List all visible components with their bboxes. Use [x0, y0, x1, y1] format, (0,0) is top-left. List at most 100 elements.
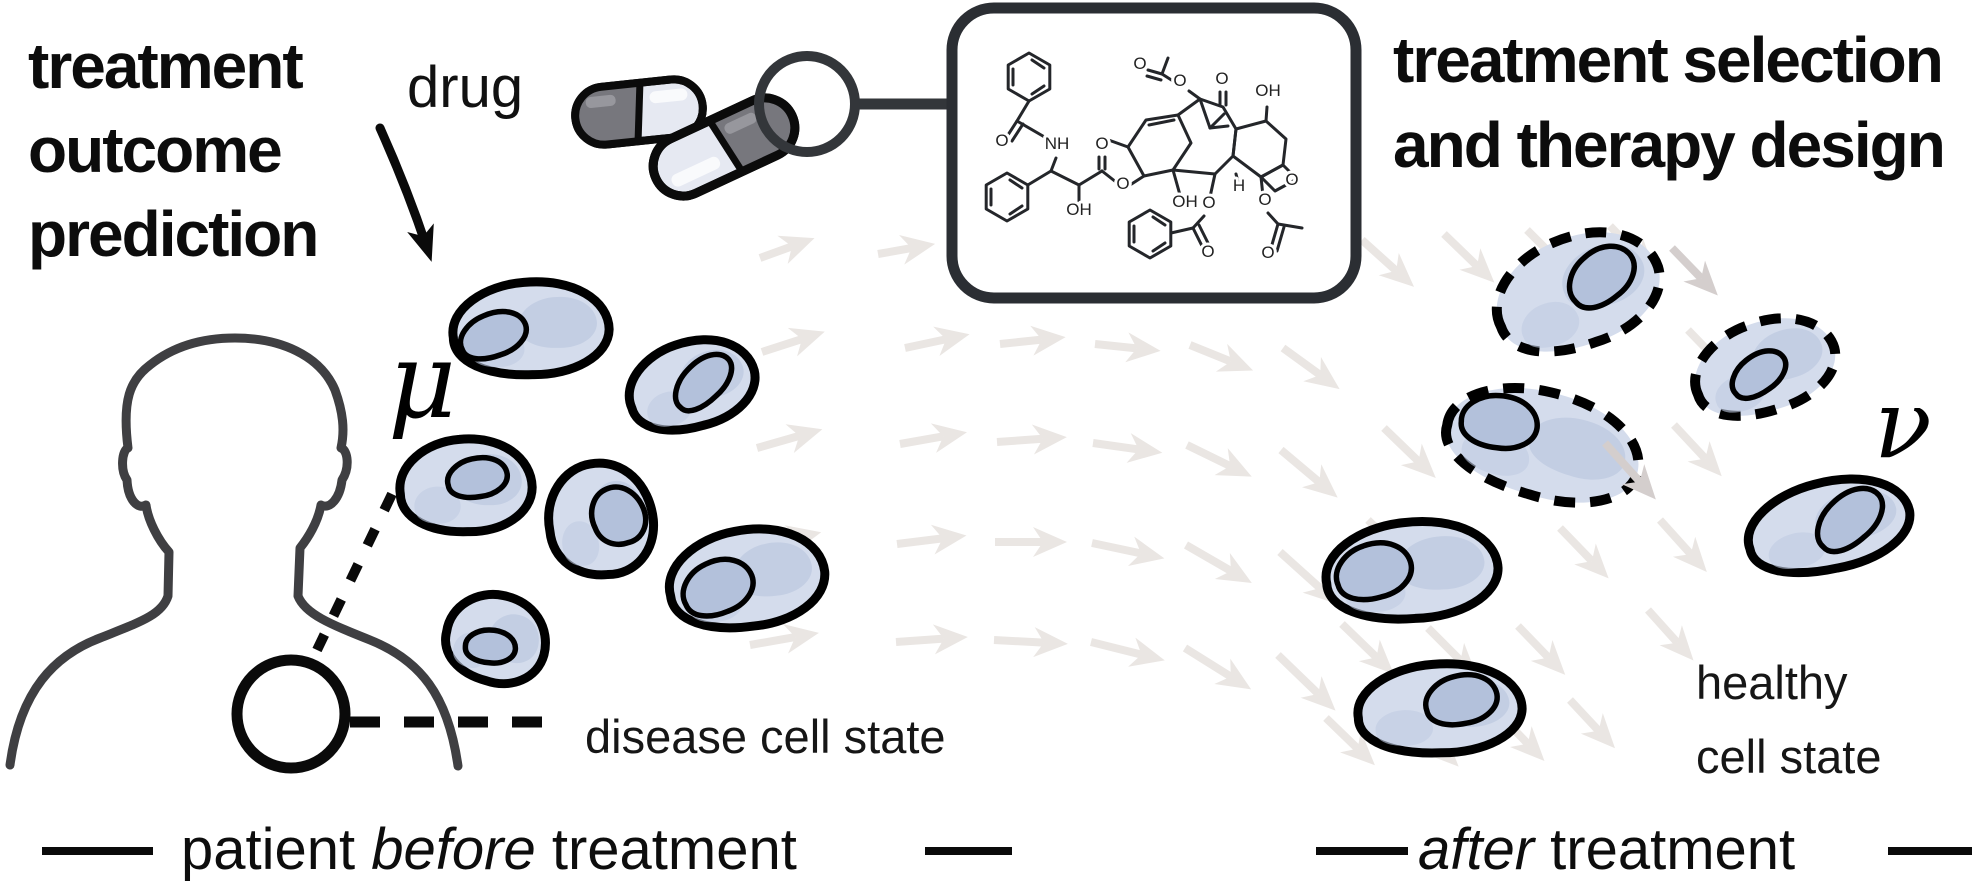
cell	[1353, 659, 1527, 758]
flow-arrow-icon	[995, 527, 1067, 557]
flow-arrow-icon	[1339, 621, 1394, 675]
flow-arrow-icon	[896, 524, 967, 555]
flow-arrow-icon	[877, 235, 936, 265]
flow-arrow-icon	[1515, 623, 1566, 675]
atom-label: O	[1116, 174, 1129, 193]
flow-arrow-icon	[996, 424, 1067, 455]
cell-nucleus	[444, 454, 510, 501]
atom-label: O	[1215, 69, 1228, 88]
nu-symbol: ν	[1874, 370, 1932, 480]
atom-label: O	[1202, 193, 1215, 212]
flow-arrow-icon	[993, 627, 1068, 658]
atom-label: H	[1233, 176, 1245, 195]
flow-arrow-icon	[1657, 517, 1707, 573]
after-treatment-caption: after treatment	[1418, 817, 1795, 882]
atom-label: O	[1258, 190, 1271, 209]
cell	[395, 434, 537, 537]
flow-arrow-icon	[1602, 440, 1656, 500]
heading-right-line2: and therapy design	[1393, 109, 1944, 181]
cell	[624, 335, 760, 435]
flow-arrow-icon	[1275, 652, 1336, 711]
flow-arrow-icon	[1441, 231, 1495, 283]
cell	[441, 589, 550, 689]
pill-capsule-1	[571, 75, 707, 149]
cell-nucleus	[1814, 485, 1886, 555]
disease-cell-state-label: disease cell state	[585, 710, 946, 763]
flow-arrow-icon	[1188, 341, 1254, 372]
atom-label: OH	[1172, 192, 1198, 211]
cell-shading	[1521, 301, 1580, 348]
flow-arrow-icon	[1381, 425, 1436, 479]
atom-label: O	[1261, 243, 1274, 262]
atom-label: NH	[1045, 134, 1070, 153]
mu-symbol: μ	[388, 320, 456, 442]
flow-arrow-icon	[1671, 422, 1722, 477]
flow-arrow-icon	[999, 325, 1066, 356]
flow-arrow-icon	[1185, 441, 1252, 477]
biopsy-dashed-line-diagonal	[312, 491, 397, 653]
atom-label: OH	[1066, 200, 1092, 219]
cell-nucleus	[1333, 540, 1415, 603]
heading-left-line1: treatment	[28, 30, 303, 102]
flow-arrow-overlay	[1602, 245, 1718, 500]
after-caption-italic: after	[1418, 817, 1537, 882]
patient-silhouette-icon	[5, 333, 463, 771]
flow-arrow-icon	[1323, 715, 1375, 766]
flow-arrow-icon	[1092, 433, 1163, 463]
cell	[448, 277, 614, 380]
cells-layer	[395, 227, 1915, 758]
before-caption-prefix: patient	[181, 817, 371, 882]
before-treatment-caption: patient before treatment	[181, 817, 797, 882]
cell-nucleus	[1729, 348, 1789, 402]
before-caption-suffix: treatment	[536, 817, 797, 882]
atom-label: OH	[1255, 81, 1281, 100]
flow-arrow-icon	[749, 623, 819, 654]
cell-shading	[1528, 417, 1626, 480]
after-caption-suffix: treatment	[1534, 817, 1795, 882]
cell-shading	[414, 486, 461, 524]
cell-nucleus	[462, 627, 519, 666]
drug-label: drug	[407, 55, 523, 120]
cell-shading	[519, 296, 597, 348]
atom-label: O	[1133, 54, 1146, 73]
cell	[544, 458, 658, 580]
flow-arrow-icon	[1359, 237, 1415, 287]
healthy-cell-state-label-line1: healthy	[1696, 656, 1848, 709]
flow-arrow-icon	[1278, 446, 1338, 498]
atom-label: O	[1095, 134, 1108, 153]
atom-label: O	[1201, 242, 1214, 261]
flow-arrow-icon	[904, 326, 970, 357]
cell-shading	[1375, 710, 1434, 746]
cell	[1743, 474, 1915, 578]
flow-arrow-icon	[1182, 644, 1252, 690]
cell-nucleus	[589, 484, 649, 548]
cell-nucleus	[457, 308, 530, 362]
cell-nucleus	[1566, 243, 1637, 311]
heading-right-line1: treatment selection	[1393, 24, 1942, 96]
heading-left-line2: outcome	[28, 114, 281, 186]
cell	[664, 524, 830, 633]
flow-arrow-icon	[1557, 525, 1609, 579]
heading-left-line3: prediction	[28, 198, 317, 270]
biopsy-circle-icon	[231, 654, 351, 774]
magnifier-circle-icon	[754, 51, 860, 157]
flow-arrow-icon	[1090, 637, 1165, 667]
flow-arrow-icon	[1567, 697, 1616, 749]
cell-nucleus	[680, 556, 756, 619]
flow-arrow-icon	[760, 327, 825, 357]
atom-label: O	[1173, 71, 1186, 90]
atom-label: O	[1285, 170, 1298, 189]
flow-arrow-icon	[758, 235, 815, 264]
cell-nucleus	[1458, 392, 1540, 452]
predicted-cell	[1441, 382, 1644, 508]
flow-arrow-icon	[1091, 536, 1165, 566]
molecule-box	[946, 2, 1362, 304]
cell-nucleus	[672, 351, 735, 414]
drug-arrow-icon	[375, 123, 434, 262]
cell	[1321, 517, 1503, 624]
flow-arrow-icon	[1669, 245, 1718, 296]
